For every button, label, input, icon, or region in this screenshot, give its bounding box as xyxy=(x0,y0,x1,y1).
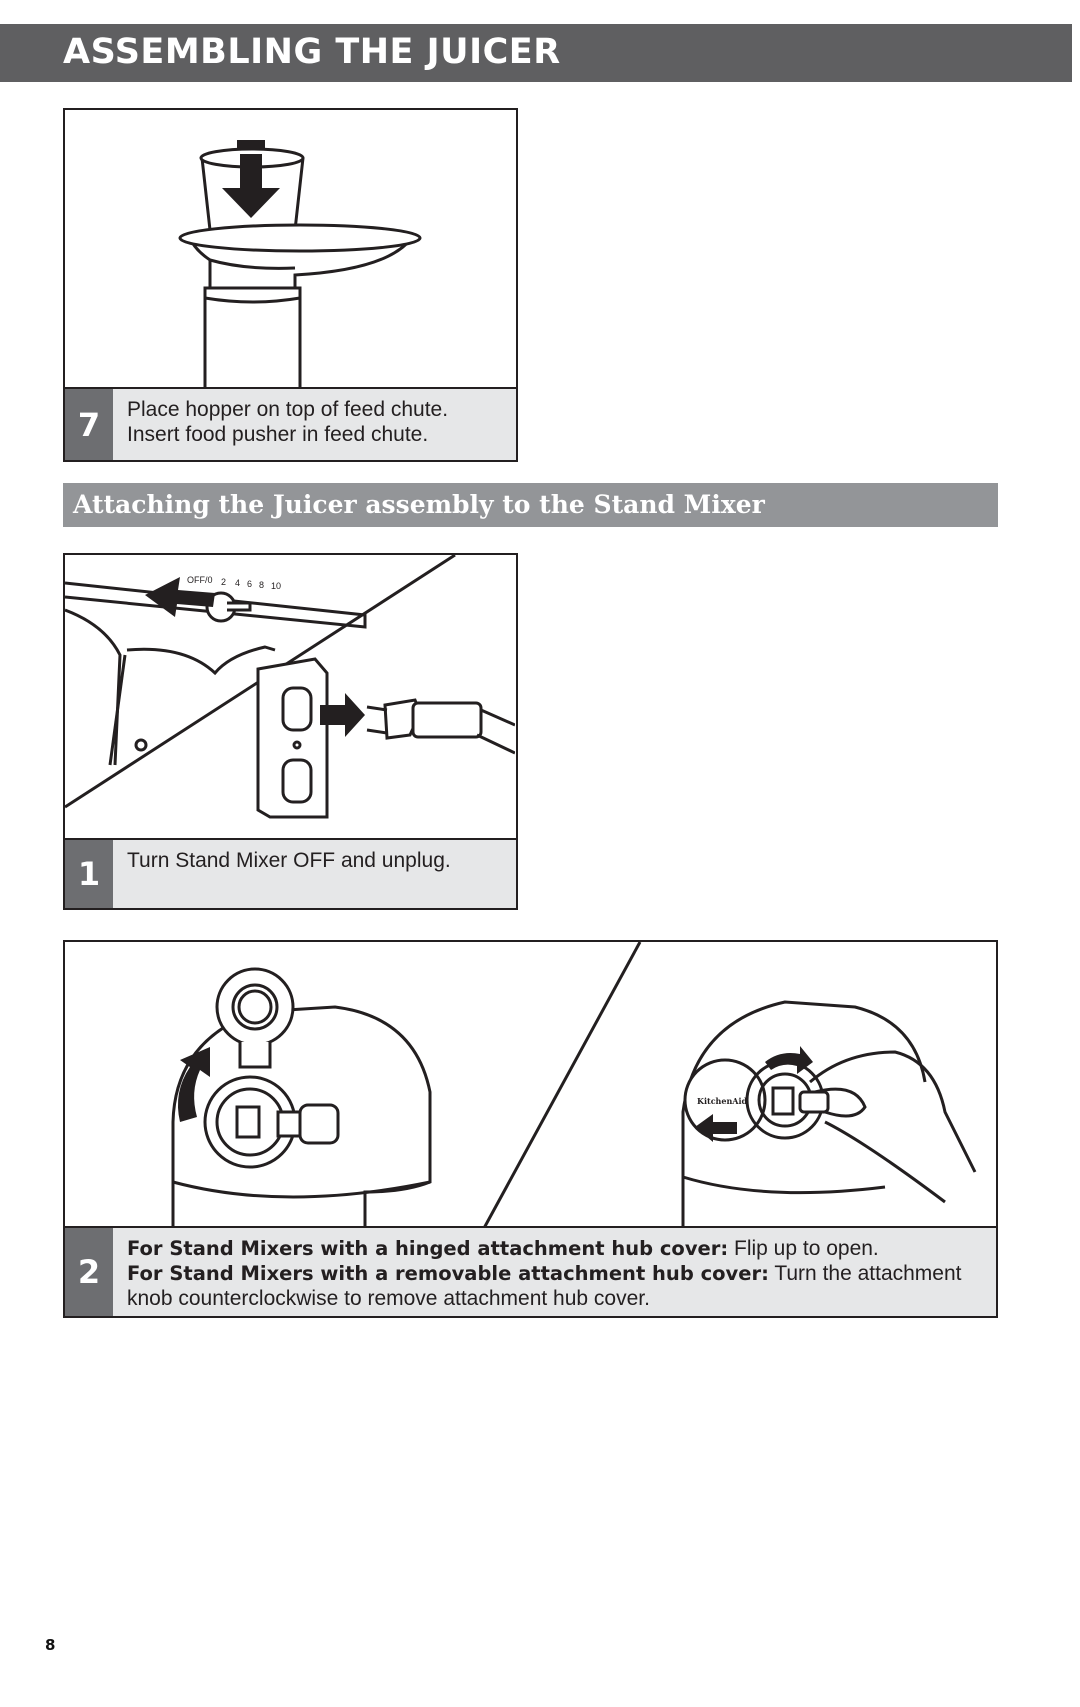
dial-label-off: OFF/0 xyxy=(187,575,213,585)
dial-label-4: 4 xyxy=(235,578,240,588)
step2-caption: 2 For Stand Mixers with a hinged attachm… xyxy=(65,1226,996,1316)
step2-line2: For Stand Mixers with a removable attach… xyxy=(127,1261,986,1311)
step2-text2: Turn the attachment knob counterclockwis… xyxy=(127,1262,962,1310)
step7-line1: Place hopper on top of feed chute. xyxy=(127,398,449,421)
step2-text: For Stand Mixers with a hinged attachmen… xyxy=(127,1236,986,1311)
dial-label-2: 2 xyxy=(221,577,226,587)
dial-label-6: 6 xyxy=(247,579,252,589)
step7-panel: 7 Place hopper on top of feed chute. Ins… xyxy=(63,108,518,462)
step1-caption: 1 Turn Stand Mixer OFF and unplug. xyxy=(65,838,516,908)
curved-arrow-left-icon xyxy=(695,1046,813,1142)
step-number: 2 xyxy=(65,1228,113,1316)
step2-line1: For Stand Mixers with a hinged attachmen… xyxy=(127,1236,986,1261)
step1-line: Turn Stand Mixer OFF and unplug. xyxy=(127,849,451,872)
step2-panel: KitchenAid 2 For Stand Mixers with a hin… xyxy=(63,940,998,1318)
section-bar: Attaching the Juicer assembly to the Sta… xyxy=(63,483,998,527)
step2-bold1: For Stand Mixers with a hinged attachmen… xyxy=(127,1237,729,1260)
step2-bold2: For Stand Mixers with a removable attach… xyxy=(127,1262,769,1285)
section-title: Attaching the Juicer assembly to the Sta… xyxy=(73,490,765,519)
step7-text: Place hopper on top of feed chute. Inser… xyxy=(127,397,506,447)
step-number: 1 xyxy=(65,840,113,908)
step-number: 7 xyxy=(65,389,113,460)
down-arrow-icon xyxy=(222,140,280,218)
step2-text1: Flip up to open. xyxy=(728,1237,879,1260)
dial-label-8: 8 xyxy=(259,580,264,590)
left-arrow-icon xyxy=(145,577,215,617)
step7-caption: 7 Place hopper on top of feed chute. Ins… xyxy=(65,387,516,460)
hopper-illustration xyxy=(178,140,422,388)
page-number: 8 xyxy=(45,1636,56,1654)
hub-cover-illustration: KitchenAid xyxy=(171,942,977,1230)
unplug-illustration: OFF/0 2 4 6 8 10 xyxy=(65,555,515,819)
step7-line2: Insert food pusher in feed chute. xyxy=(127,423,429,446)
curved-arrow-up-icon xyxy=(177,1047,210,1122)
page-title: ASSEMBLING THE JUICER xyxy=(63,32,561,72)
step1-text: Turn Stand Mixer OFF and unplug. xyxy=(127,848,506,873)
step1-panel: OFF/0 2 4 6 8 10 1 Turn Stand Mixer OFF … xyxy=(63,553,518,910)
right-arrow-icon xyxy=(320,693,365,737)
brand-label: KitchenAid xyxy=(697,1096,748,1106)
dial-label-10: 10 xyxy=(271,581,281,591)
header-bar: ASSEMBLING THE JUICER xyxy=(0,24,1072,82)
